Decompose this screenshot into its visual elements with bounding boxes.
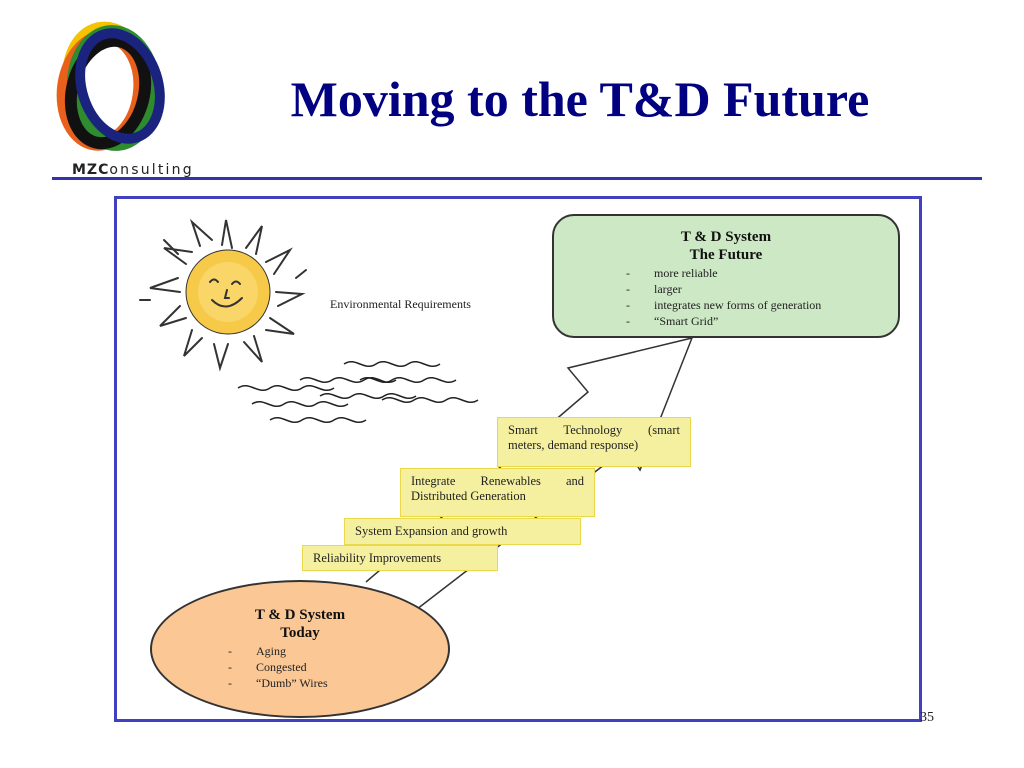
heat-waves-icon	[237, 361, 479, 423]
future-system-box: T & D System The Future -more reliable -…	[552, 214, 900, 338]
today-item: -Congested	[228, 660, 307, 674]
sun-icon	[139, 218, 307, 372]
today-item: -Aging	[228, 644, 286, 658]
page-number: 35	[920, 710, 934, 725]
today-system-ellipse: T & D System Today -Aging -Congested -“D…	[150, 580, 450, 718]
today-title-line1: T & D System	[254, 607, 346, 623]
step-system-expansion: System Expansion and growth	[344, 518, 581, 545]
logo-wordmark: MZConsulting	[72, 162, 194, 178]
diagram-frame	[114, 196, 922, 722]
future-item: -more reliable	[626, 266, 718, 280]
future-item: -“Smart Grid”	[626, 314, 719, 328]
step-smart-technology: Smart Technology (smart meters, demand r…	[497, 417, 691, 467]
step-integrate-renewables: Integrate Renewables and Distributed Gen…	[400, 468, 595, 517]
future-item: -larger	[626, 282, 682, 296]
today-item: -“Dumb” Wires	[228, 676, 328, 690]
future-item: -integrates new forms of generation	[626, 298, 822, 312]
today-title-line2: Today	[280, 625, 320, 641]
future-title-line2: The Future	[689, 247, 763, 263]
environmental-requirements-label: Environmental Requirements	[330, 297, 471, 311]
slide-title: Moving to the T&D Future	[290, 71, 870, 127]
future-title-line1: T & D System	[680, 229, 772, 245]
title-divider	[52, 177, 982, 180]
rings-logo-icon	[56, 21, 165, 151]
mzc-logo: MZConsulting	[38, 12, 228, 178]
step-reliability-improvements: Reliability Improvements	[302, 545, 498, 571]
